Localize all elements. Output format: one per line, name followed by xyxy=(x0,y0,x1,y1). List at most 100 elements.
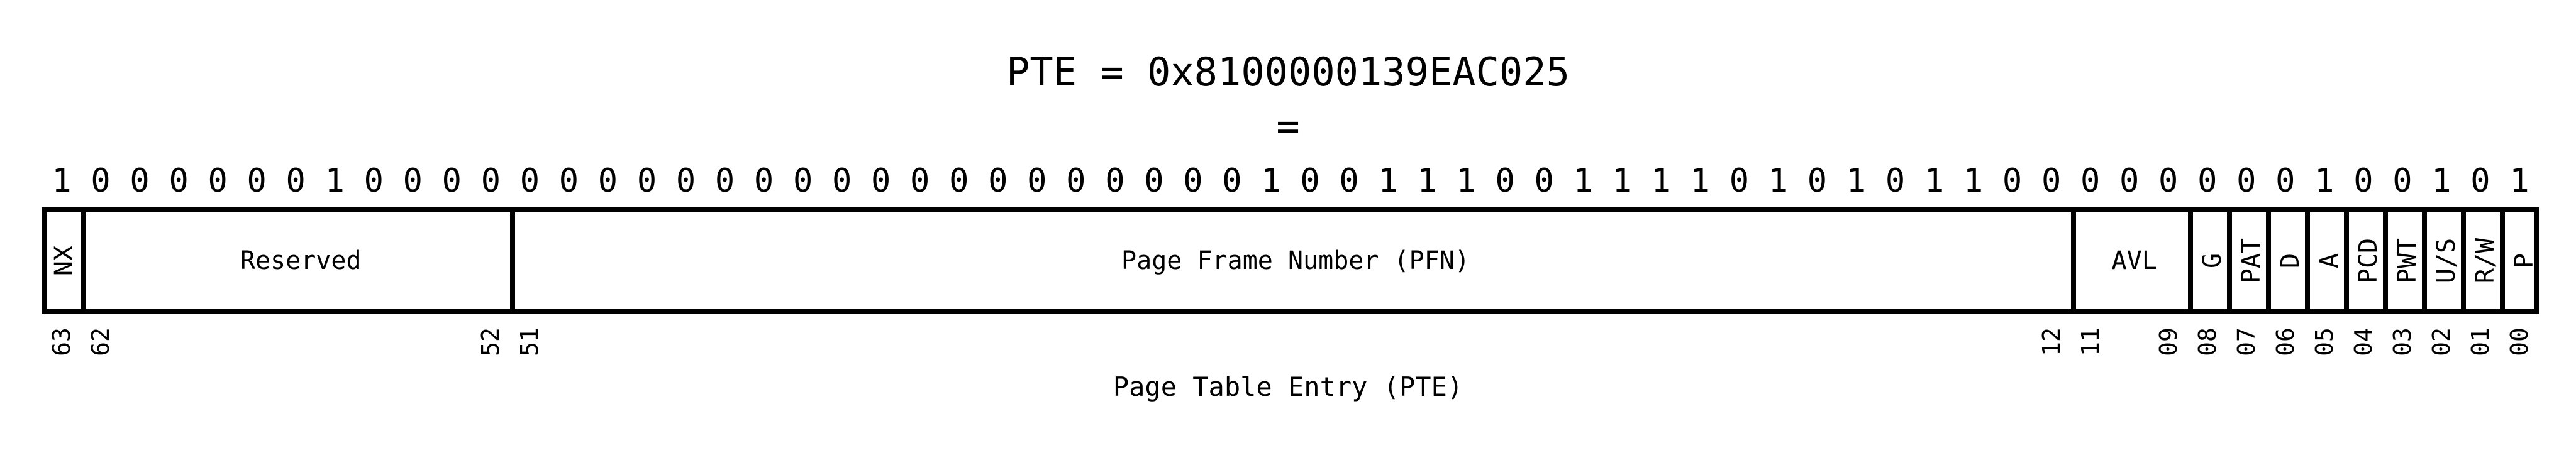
field-u-s: U/S xyxy=(2421,212,2466,309)
bit-value: 0 xyxy=(1339,162,1359,200)
field-avl: AVL xyxy=(2070,212,2193,309)
field-label: P xyxy=(2509,253,2539,269)
bit-value: 0 xyxy=(910,162,930,200)
bit-index-label: 02 xyxy=(2427,327,2455,356)
bit-value: 0 xyxy=(2197,162,2218,200)
bit-value: 0 xyxy=(1222,162,1242,200)
bit-value: 1 xyxy=(1768,162,1789,200)
bit-value: 0 xyxy=(871,162,891,200)
field-g: G xyxy=(2187,212,2232,309)
field-nx: NX xyxy=(47,212,81,309)
bit-value: 0 xyxy=(2041,162,2062,200)
field-a: A xyxy=(2304,212,2349,309)
bit-index-label: 63 xyxy=(48,327,76,356)
bit-value: 0 xyxy=(949,162,969,200)
bit-value: 0 xyxy=(91,162,111,200)
field-label: G xyxy=(2197,253,2227,269)
bit-value: 1 xyxy=(1651,162,1671,200)
bit-index-label: 62 xyxy=(87,327,115,356)
bit-value: 0 xyxy=(2080,162,2101,200)
bit-value: 1 xyxy=(325,162,345,200)
field-label: PWT xyxy=(2392,238,2422,284)
bit-index-label: 08 xyxy=(2193,327,2221,356)
field-pwt: PWT xyxy=(2382,212,2427,309)
bit-value: 0 xyxy=(1300,162,1320,200)
bit-value: 0 xyxy=(714,162,735,200)
bit-value: 0 xyxy=(753,162,774,200)
bit-value: 1 xyxy=(1612,162,1632,200)
field-label: D xyxy=(2275,253,2305,269)
bit-value: 0 xyxy=(831,162,852,200)
bit-index-label: 04 xyxy=(2349,327,2377,356)
bit-value: 0 xyxy=(364,162,384,200)
bit-value: 0 xyxy=(1807,162,1828,200)
bit-value: 0 xyxy=(558,162,579,200)
pte-register: NX Reserved Page Frame Number (PFN) AVL G PAT… xyxy=(42,207,2539,314)
field-label: R/W xyxy=(2470,238,2500,284)
bit-value: 0 xyxy=(402,162,423,200)
bit-index-label: 06 xyxy=(2271,327,2299,356)
bit-value: 1 xyxy=(2431,162,2451,200)
bit-value: 0 xyxy=(1144,162,1164,200)
bit-value: 0 xyxy=(675,162,696,200)
bit-value: 0 xyxy=(441,162,462,200)
field-label: NX xyxy=(50,245,79,276)
bit-value: 0 xyxy=(247,162,267,200)
field-page-frame-number-pfn: Page Frame Number (PFN) xyxy=(510,212,2075,309)
bit-index-label: 12 xyxy=(2037,327,2065,356)
bit-value: 0 xyxy=(2158,162,2179,200)
field-label: AVL xyxy=(2111,246,2157,275)
bit-index-label: 51 xyxy=(516,327,544,356)
bit-value: 0 xyxy=(636,162,657,200)
field-label: PCD xyxy=(2353,238,2383,284)
bit-value: 0 xyxy=(1534,162,1554,200)
field-label: A xyxy=(2314,253,2344,269)
bit-value: 0 xyxy=(519,162,540,200)
bit-value: 1 xyxy=(1378,162,1398,200)
bit-value: 0 xyxy=(1183,162,1203,200)
pte-title: PTE = 0x8100000139EAC025 xyxy=(1006,49,1570,95)
field-label: Page Frame Number (PFN) xyxy=(1121,246,1470,275)
field-pat: PAT xyxy=(2226,212,2271,309)
bit-index-label: 01 xyxy=(2466,327,2494,356)
field-label: PAT xyxy=(2236,238,2266,284)
bit-index-label: 03 xyxy=(2388,327,2416,356)
bit-value: 0 xyxy=(1105,162,1125,200)
bit-index-label: 52 xyxy=(477,327,505,356)
bit-value: 0 xyxy=(597,162,618,200)
bit-value: 1 xyxy=(1261,162,1281,200)
bit-value: 0 xyxy=(988,162,1008,200)
bit-value: 0 xyxy=(1066,162,1086,200)
bit-value: 0 xyxy=(1885,162,1906,200)
field-r-w: R/W xyxy=(2460,212,2505,309)
field-reserved: Reserved xyxy=(81,212,515,309)
bit-value: 1 xyxy=(1573,162,1593,200)
bit-value: 1 xyxy=(1417,162,1437,200)
bit-value: 1 xyxy=(52,162,72,200)
bit-value: 1 xyxy=(1846,162,1867,200)
bit-value: 0 xyxy=(1729,162,1749,200)
bit-value: 1 xyxy=(2509,162,2529,200)
field-p: P xyxy=(2499,212,2544,309)
bit-value: 0 xyxy=(792,162,813,200)
field-d: D xyxy=(2265,212,2310,309)
bit-index-label: 11 xyxy=(2076,327,2104,356)
bit-value: 0 xyxy=(2275,162,2296,200)
bit-index-label: 07 xyxy=(2232,327,2260,356)
field-label: Reserved xyxy=(240,246,362,275)
bit-value: 0 xyxy=(286,162,306,200)
bit-value: 0 xyxy=(130,162,150,200)
bit-index-label: 00 xyxy=(2505,327,2533,356)
bit-value: 1 xyxy=(2314,162,2334,200)
bit-value: 0 xyxy=(2002,162,2023,200)
bit-value: 1 xyxy=(1963,162,1984,200)
field-label: U/S xyxy=(2431,238,2461,284)
bit-value: 0 xyxy=(2353,162,2373,200)
bit-value: 0 xyxy=(2392,162,2412,200)
bit-index-label: 09 xyxy=(2154,327,2182,356)
bit-value: 0 xyxy=(1027,162,1047,200)
bit-value: 0 xyxy=(480,162,501,200)
bit-value: 0 xyxy=(1495,162,1515,200)
bit-value: 0 xyxy=(2470,162,2490,200)
field-pcd: PCD xyxy=(2343,212,2388,309)
